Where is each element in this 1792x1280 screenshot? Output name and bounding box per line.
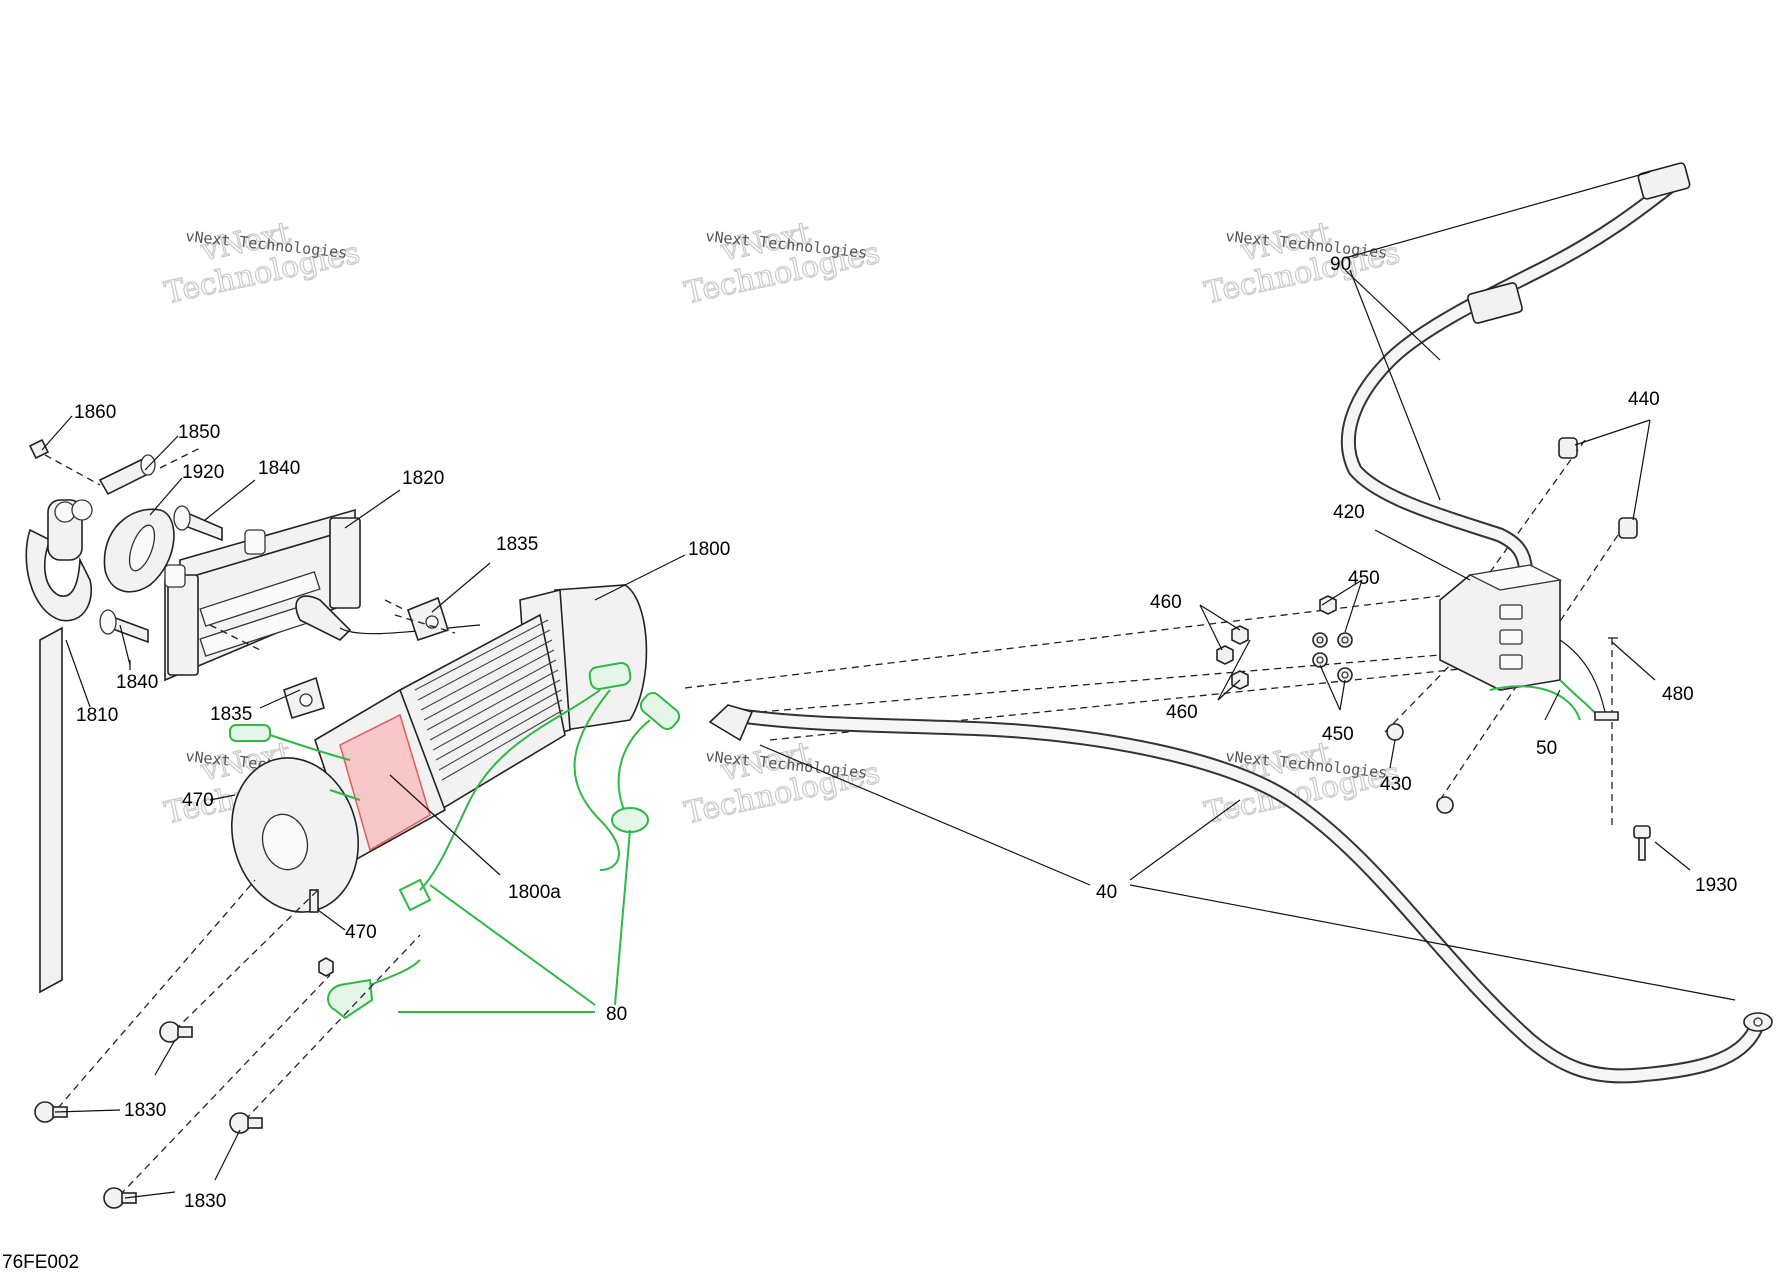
callout-450: 450	[1322, 724, 1354, 745]
callout-470: 470	[182, 790, 214, 811]
callout-labels: 1860 1850 1920 1840 1820 1835 1800 1840 …	[2, 254, 1737, 1273]
motor-highlight	[339, 713, 431, 852]
mounting-bracket-lower	[283, 676, 325, 720]
motor-cable-highlight	[229, 661, 681, 1020]
callout-1830: 1830	[124, 1100, 166, 1121]
winch-rope	[295, 595, 481, 641]
callout-50: 50	[1536, 738, 1557, 759]
callout-80: 80	[606, 1004, 627, 1025]
callout-480: 480	[1662, 684, 1694, 705]
callout-1840: 1840	[258, 458, 300, 479]
winch-assembly	[231, 584, 648, 913]
wiring-harness	[1341, 162, 1691, 608]
mounting-bracket-upper	[384, 596, 449, 642]
callout-440: 440	[1628, 389, 1660, 410]
callout-90: 90	[1330, 254, 1351, 275]
callout-1800a: 1800a	[508, 882, 561, 903]
fairlead-washer	[103, 508, 175, 593]
callout-460: 460	[1166, 702, 1198, 723]
fairlead-bolt-upper	[173, 505, 223, 542]
winch-hook-strap	[25, 438, 101, 994]
callout-1860: 1860	[74, 402, 116, 423]
callout-460: 460	[1150, 592, 1182, 613]
callout-1820: 1820	[402, 468, 444, 489]
callout-1810: 1810	[76, 705, 118, 726]
small-hardware	[1216, 437, 1651, 861]
callout-1840: 1840	[116, 672, 158, 693]
callout-40: 40	[1096, 882, 1117, 903]
callout-470: 470	[345, 922, 377, 943]
diagram-code: 76FE002	[2, 1252, 79, 1273]
callout-420: 420	[1333, 502, 1365, 523]
callout-1830: 1830	[184, 1191, 226, 1212]
clevis-pin	[98, 447, 201, 496]
winch-contactor	[1439, 564, 1619, 721]
leader-lines	[41, 171, 1736, 1199]
callout-450: 450	[1348, 568, 1380, 589]
roller-fairlead	[164, 508, 361, 682]
callout-430: 430	[1380, 774, 1412, 795]
callout-1835: 1835	[210, 704, 252, 725]
callout-1920: 1920	[182, 462, 224, 483]
callout-1850: 1850	[178, 422, 220, 443]
callout-1835: 1835	[496, 534, 538, 555]
callout-1800: 1800	[688, 539, 730, 560]
callout-1930: 1930	[1695, 875, 1737, 896]
fairlead-bolt-lower	[99, 609, 149, 644]
battery-cable	[708, 704, 1773, 1084]
